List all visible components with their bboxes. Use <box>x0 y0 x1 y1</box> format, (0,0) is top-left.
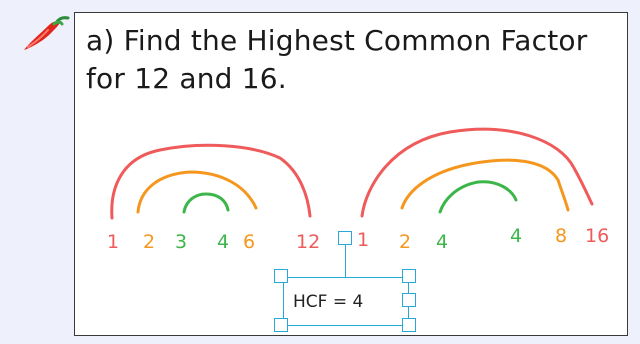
factor-16-2: 2 <box>399 231 412 253</box>
factor-12-12: 12 <box>296 231 321 253</box>
factor-16-4b: 4 <box>510 225 523 247</box>
factor-12-1: 1 <box>107 231 120 253</box>
factor-16-8: 8 <box>555 225 568 247</box>
factor-12-2: 2 <box>143 231 156 253</box>
resize-handle-bottom-left[interactable] <box>274 318 288 332</box>
factor-16-4: 4 <box>436 231 449 253</box>
chili-pepper-icon <box>24 16 70 50</box>
resize-handle-top-left[interactable] <box>274 269 288 283</box>
factor-16-1: 1 <box>357 229 370 251</box>
rotation-handle-stem <box>345 245 346 277</box>
question-line-1: a) Find the Highest Common Factor <box>86 24 588 57</box>
factor-12-4: 4 <box>217 231 230 253</box>
rotation-handle[interactable] <box>338 231 352 245</box>
resize-handle-right[interactable] <box>402 293 416 307</box>
factor-12-6: 6 <box>243 231 256 253</box>
question-line-2: for 12 and 16. <box>86 62 287 95</box>
resize-handle-bottom-right[interactable] <box>402 318 416 332</box>
factor-16-16: 16 <box>585 225 610 247</box>
answer-text[interactable]: HCF = 4 <box>293 292 364 312</box>
factor-12-3: 3 <box>175 231 188 253</box>
resize-handle-top-right[interactable] <box>402 269 416 283</box>
question-title: a) Find the Highest Common Factor for 12… <box>86 22 626 98</box>
